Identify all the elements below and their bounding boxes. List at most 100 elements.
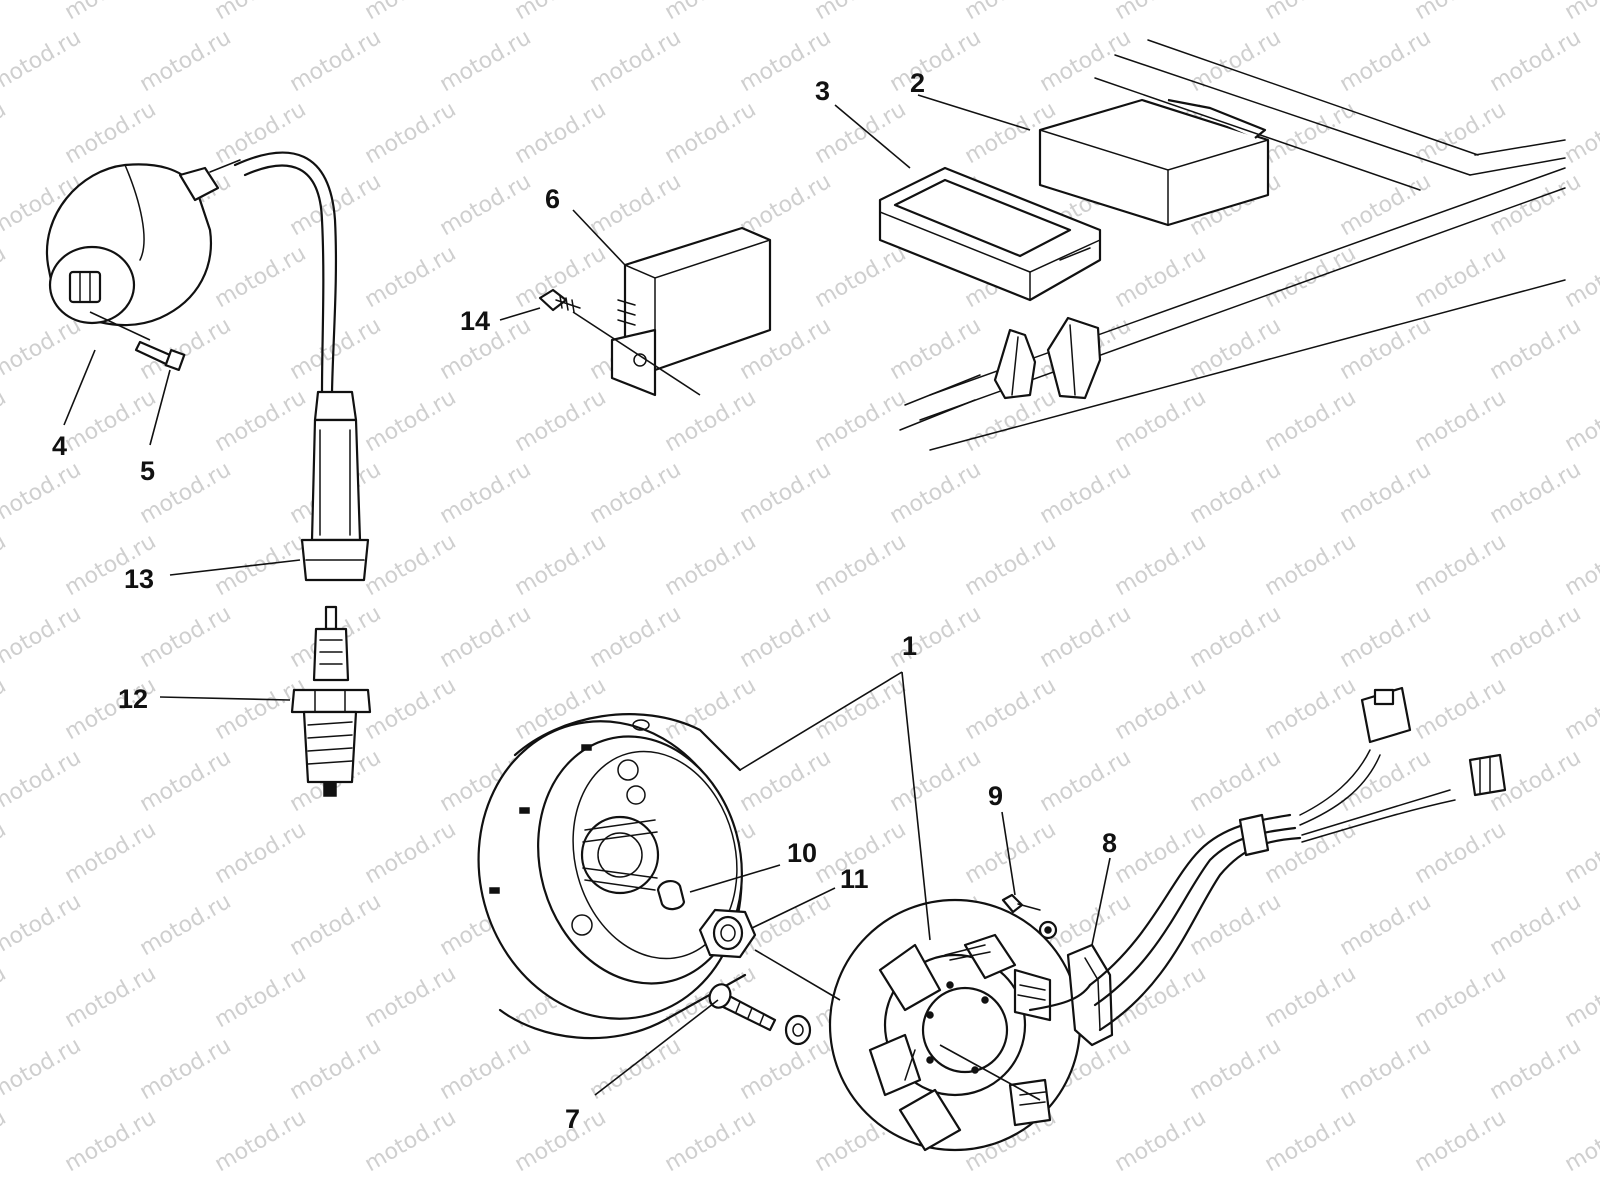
watermark-text: motod.ru [61,961,161,1033]
watermark-text: motod.ru [1561,1105,1600,1177]
watermark-text: motod.ru [961,0,1061,25]
watermark-text: motod.ru [1186,25,1286,97]
watermark-text: motod.ru [211,1105,311,1177]
watermark-text: motod.ru [361,673,461,745]
stator-washer [784,1014,812,1046]
watermark-text: motod.ru [1561,817,1600,889]
stator-bolt [708,983,777,1032]
watermark-text: motod.ru [361,0,461,25]
watermark-text: motod.ru [1036,457,1136,529]
flywheel-nut [698,908,757,959]
watermark-text: motod.ru [436,169,536,241]
ignition-module [610,226,772,397]
watermark-text: motod.ru [0,241,10,313]
watermark-text: motod.ru [961,673,1061,745]
watermark-text: motod.ru [1186,313,1286,385]
watermark-text: motod.ru [0,745,85,817]
watermark-text: motod.ru [61,97,161,169]
watermark-text: motod.ru [661,97,761,169]
watermark-text: motod.ru [1411,385,1511,457]
watermark-text: motod.ru [1486,889,1586,961]
watermark-text: motod.ru [0,961,10,1033]
callout-12: 12 [118,684,148,714]
watermark-text: motod.ru [361,1105,461,1177]
watermark-text: motod.ru [436,1033,536,1105]
watermark-text: motod.ru [736,457,836,529]
watermark-text: motod.ru [511,529,611,601]
flywheel-rotor [477,713,747,1040]
watermark-text: motod.ru [661,673,761,745]
callout-6: 6 [545,184,560,214]
watermark-text: motod.ru [211,97,311,169]
watermark-text: motod.ru [211,817,311,889]
watermark-text: motod.ru [1186,745,1286,817]
watermark-text: motod.ru [1486,313,1586,385]
watermark-text: motod.ru [1036,745,1136,817]
watermark-text: motod.ru [286,889,386,961]
watermark-text: motod.ru [1186,601,1286,673]
watermark-text: motod.ru [0,385,10,457]
watermark-text: motod.ru [811,673,911,745]
watermark-text: motod.ru [61,0,161,25]
watermark-text: motod.ru [886,313,986,385]
watermark-text: motod.ru [1411,673,1511,745]
watermark-text: motod.ru [1186,457,1286,529]
watermark-text: motod.ru [661,385,761,457]
watermark-text: motod.ru [1336,313,1436,385]
watermark-text: motod.ru [211,961,311,1033]
watermark-text: motod.ru [1186,1033,1286,1105]
wiring-harness [1028,686,1507,1032]
coil-screw [134,340,186,372]
stator [828,898,1082,1152]
watermark-text: motod.ru [736,169,836,241]
watermark-text: motod.ru [361,97,461,169]
watermark-text: motod.ru [0,457,85,529]
watermark-text: motod.ru [811,529,911,601]
watermark-text: motod.ru [0,601,85,673]
watermark-text: motod.ru [1111,385,1211,457]
watermark-text: motod.ru [211,0,311,25]
watermark-text: motod.ru [886,601,986,673]
callout-5: 5 [140,456,155,486]
spark-plug-cap [300,390,370,582]
watermark-text: motod.ru [361,817,461,889]
watermark-text: motod.ru [1561,385,1600,457]
watermark-text: motod.ru [1111,673,1211,745]
watermark-text: motod.ru [811,241,911,313]
watermark-text: motod.ru [1411,97,1511,169]
callout-8: 8 [1102,828,1117,858]
watermark-text: motod.ru [961,817,1061,889]
pickup-coil [1066,943,1114,1047]
watermark-text: motod.ru [1261,385,1361,457]
watermark-text: motod.ru [1561,673,1600,745]
watermark-text: motod.ru [1186,889,1286,961]
watermark-text: motod.ru [1261,961,1361,1033]
watermark-text: motod.ru [736,745,836,817]
watermark-text: motod.ru [661,529,761,601]
watermark-text: motod.ru [1111,1105,1211,1177]
watermark-text: motod.ru [136,889,236,961]
watermark-text: motod.ru [0,1033,85,1105]
frame-rails [899,39,1566,451]
watermark-text: motod.ru [1261,529,1361,601]
watermark-text: motod.ru [1036,601,1136,673]
watermark-text: motod.ru [811,385,911,457]
watermark-text: motod.ru [136,601,236,673]
watermark-text: motod.ru [1561,0,1600,25]
watermark-text: motod.ru [0,529,10,601]
watermark-text: motod.ru [586,25,686,97]
watermark-text: motod.ru [136,745,236,817]
callout-numbers: 2 3 6 14 4 5 13 12 1 9 8 10 11 7 [52,68,1117,1134]
watermark-text: motod.ru [1486,601,1586,673]
watermark-text: motod.ru [1336,169,1436,241]
watermark-text: motod.ru [586,169,686,241]
watermark-text: motod.ru [1561,529,1600,601]
woodruff-key [656,880,686,911]
spark-plug [290,605,372,797]
watermark-text: motod.ru [1486,1033,1586,1105]
watermark-text: motod.ru [1486,169,1586,241]
watermark-text: motod.ru [0,97,10,169]
watermark-text: motod.ru [1261,0,1361,25]
